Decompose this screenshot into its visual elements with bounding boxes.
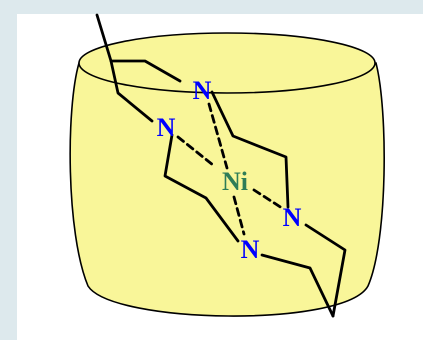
ligand-bridge-left <box>163 133 240 243</box>
atom-n-bottom: N <box>241 235 260 264</box>
bond-ni-n-left <box>176 135 215 167</box>
bond-ni-n-top <box>207 102 229 170</box>
barrel-top-rim <box>78 32 376 94</box>
ligand-strand-lower <box>260 253 335 318</box>
atom-n-right: N <box>283 203 302 232</box>
ligand-bridge-top <box>210 90 290 209</box>
atom-n-top: N <box>193 76 212 105</box>
coordination-bonds <box>176 102 284 236</box>
atom-n-left: N <box>157 113 176 142</box>
bond-ni-n-right <box>252 188 284 210</box>
atom-ni-center: Ni <box>222 167 248 196</box>
ligand-strand-upper <box>95 13 182 83</box>
ligand-chain <box>95 13 347 318</box>
barrel-body <box>69 62 385 317</box>
bond-ni-n-bottom <box>232 195 246 236</box>
ligand-strand-right <box>304 223 347 318</box>
ligand-strand-left <box>109 59 154 123</box>
